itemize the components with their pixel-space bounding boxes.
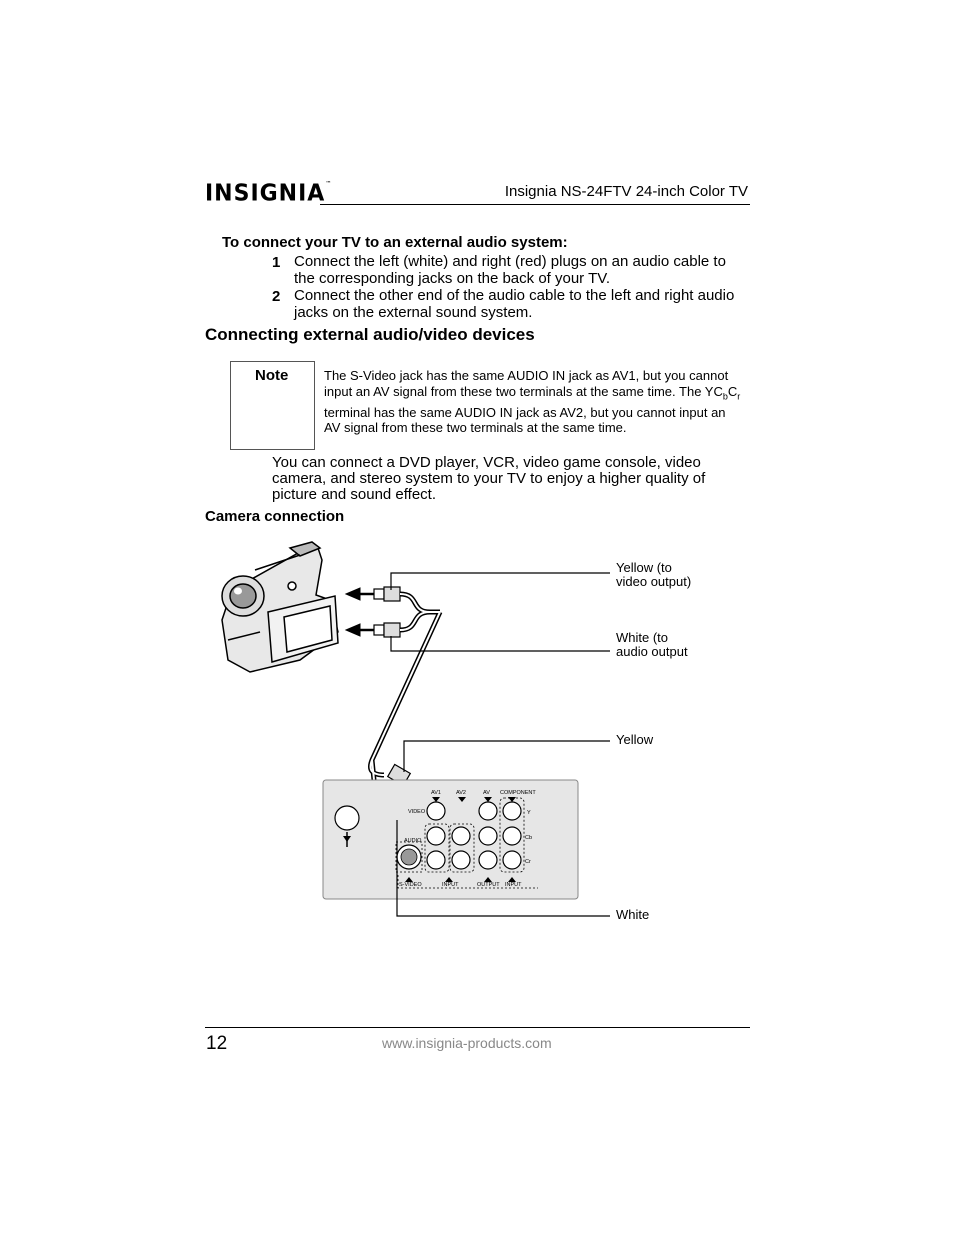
callout-yellow: Yellow <box>616 732 654 747</box>
camcorder-illustration <box>221 541 339 673</box>
callout-white: White <box>616 907 649 922</box>
step-2-text: Connect the other end of the audio cable… <box>294 287 735 321</box>
cable-arrows <box>344 587 374 637</box>
label-av: AV <box>483 790 490 796</box>
step-1-text: Connect the left (white) and right (red)… <box>294 253 726 287</box>
footer-url: www.insignia-products.com <box>382 1035 552 1051</box>
rca-plugs-camera-end <box>373 586 401 638</box>
section-title: Connecting external audio/video devices <box>205 325 535 344</box>
label-av2: AV2 <box>456 790 466 796</box>
note-text-part2: terminal has the same AUDIO IN jack as A… <box>324 404 726 436</box>
footer-rule <box>205 1027 750 1028</box>
header-rule <box>320 204 750 205</box>
label-output: OUTPUT <box>477 882 500 888</box>
logo-trademark: ™ <box>325 180 332 188</box>
note-box <box>230 361 315 450</box>
tv-back-panel: AV1 AV2 AV COMPONENT VIDEO AUDIO S-VIDEO… <box>322 779 579 900</box>
label-cb: Cb <box>525 835 532 841</box>
header-title: Insignia NS-24FTV 24-inch Color TV <box>504 183 748 200</box>
callout-yellow-video-line1: Yellow (to <box>616 560 672 575</box>
step-2-number: 2 <box>272 288 281 305</box>
label-cr: Cr <box>525 859 531 865</box>
label-input: INPUT <box>442 882 459 888</box>
label-av1: AV1 <box>431 790 441 796</box>
label-video: VIDEO <box>408 809 426 815</box>
callout-white-audio-line1: White (to <box>616 630 668 645</box>
label-svideo: S-VIDEO <box>399 882 422 888</box>
step-1-number: 1 <box>272 254 281 271</box>
intro-paragraph: You can connect a DVD player, VCR, video… <box>272 454 706 503</box>
note-sub-r: r <box>737 391 741 402</box>
label-y: Y <box>527 810 531 816</box>
label-component: COMPONENT <box>500 790 536 796</box>
note-label: Note <box>255 367 289 384</box>
callout-lines <box>390 572 610 917</box>
camera-connection-title: Camera connection <box>205 508 345 525</box>
label-audio: AUDIO <box>404 838 422 844</box>
callout-white-audio-line2: audio output <box>616 644 688 659</box>
note-c: C <box>727 383 738 399</box>
logo-text: INSIGNIA <box>205 180 326 207</box>
callout-yellow-video-line2: video output) <box>616 574 691 589</box>
page-number: 12 <box>206 1033 228 1054</box>
note-sub-b: b <box>722 391 728 402</box>
brand-logo: INSIGNIA™ <box>205 180 331 206</box>
note-text: The S-Video jack has the same AUDIO IN j… <box>324 368 744 436</box>
note-text-part1: The S-Video jack has the same AUDIO IN j… <box>324 368 729 399</box>
audio-subheading: To connect your TV to an external audio … <box>222 234 568 251</box>
label-input-2: INPUT <box>505 882 522 888</box>
